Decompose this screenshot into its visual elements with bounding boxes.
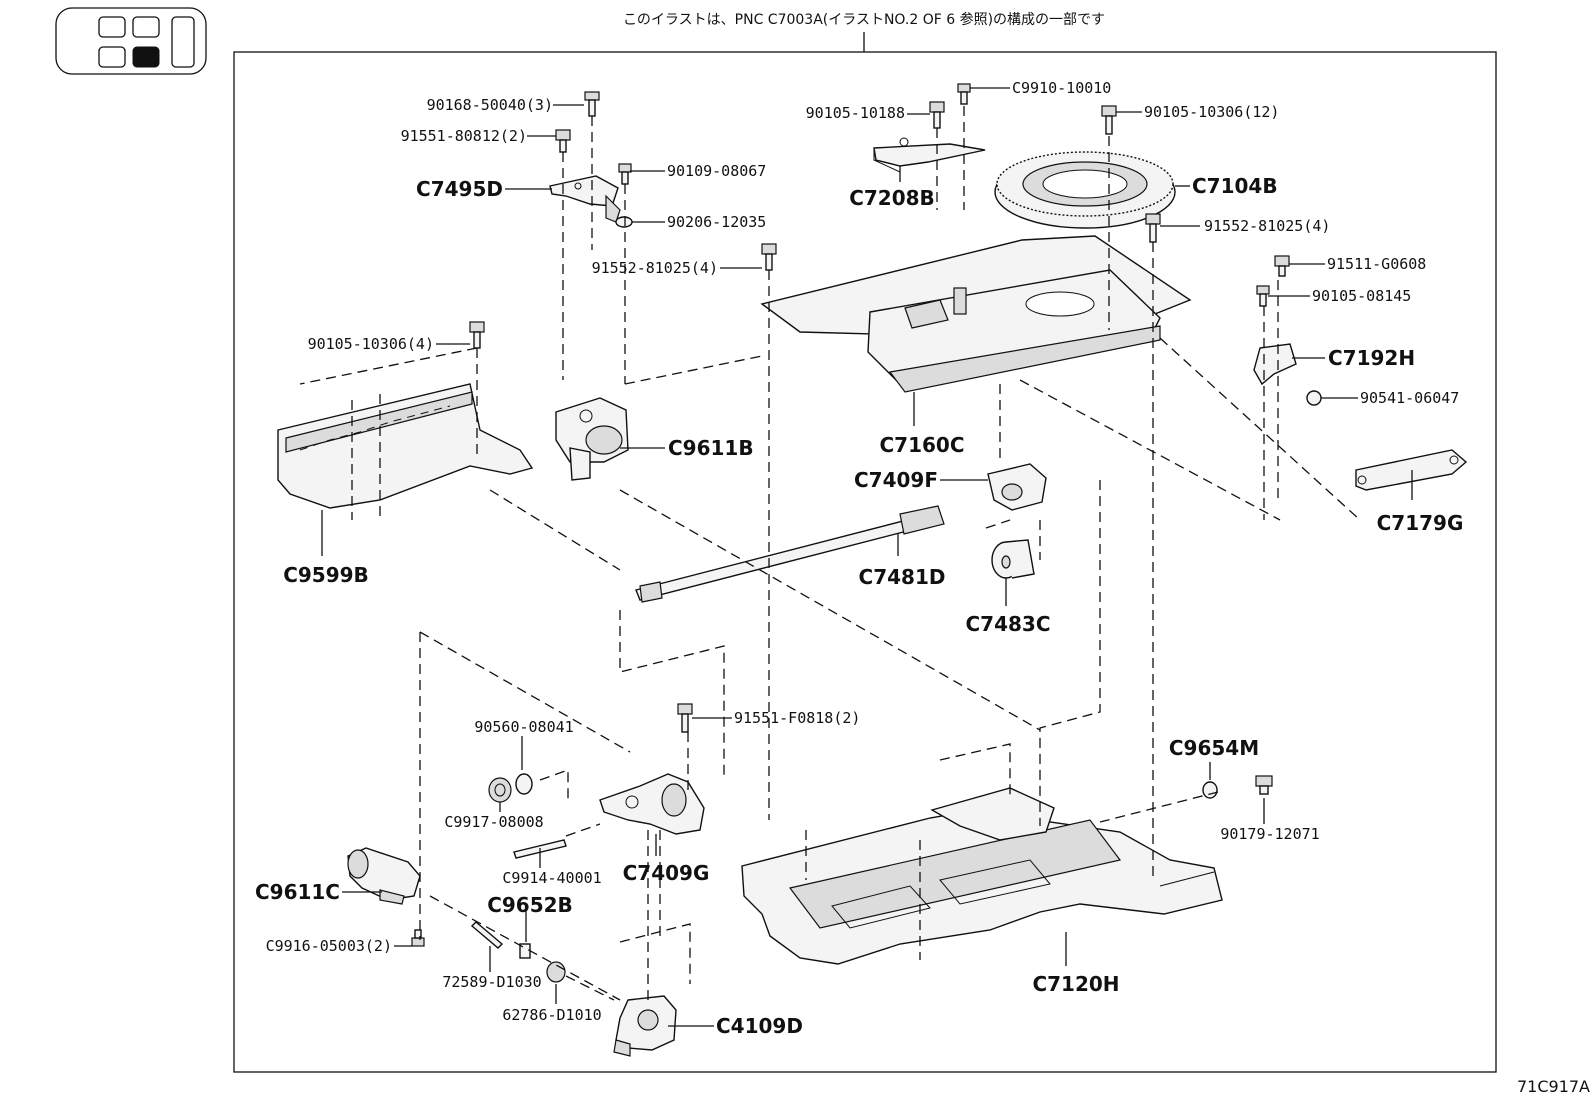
bushing-7483c-part[interactable] bbox=[991, 539, 1035, 579]
bolt-icon[interactable] bbox=[555, 129, 571, 153]
pnc-label[interactable]: C9611B bbox=[668, 436, 754, 460]
bracket-7495-part[interactable] bbox=[549, 175, 621, 223]
bracket-9599-part[interactable] bbox=[277, 383, 534, 509]
callout-label[interactable]: 90541-06047 bbox=[1360, 389, 1459, 407]
callout-label[interactable]: 62786-D1010 bbox=[502, 1006, 601, 1024]
pnc-label[interactable]: C7208B bbox=[849, 186, 935, 210]
bolt-icon[interactable] bbox=[957, 83, 971, 105]
motor-9611c-part[interactable] bbox=[347, 847, 421, 905]
bolt-icon[interactable] bbox=[1101, 105, 1117, 135]
callout-label[interactable]: C9917-08008 bbox=[444, 813, 543, 831]
gear-ring-part[interactable] bbox=[994, 151, 1176, 229]
callout-label[interactable]: 72589-D1030 bbox=[442, 973, 541, 991]
pnc-label[interactable]: C7483C bbox=[965, 612, 1050, 636]
grommet-icon[interactable] bbox=[1202, 781, 1218, 799]
clip-icon[interactable] bbox=[1306, 390, 1322, 406]
motor-9611b-part[interactable] bbox=[555, 397, 629, 481]
callout-label[interactable]: 91511-G0608 bbox=[1327, 255, 1426, 273]
figure-id: 71C917A bbox=[1517, 1077, 1590, 1096]
callout-label[interactable]: 90109-08067 bbox=[667, 162, 766, 180]
callout-label[interactable]: 90105-10306(4) bbox=[308, 335, 434, 353]
callout-label[interactable]: 90560-08041 bbox=[474, 718, 573, 736]
bracket-7208-part[interactable] bbox=[873, 137, 986, 173]
callout-label[interactable]: 91551-F0818(2) bbox=[734, 709, 860, 727]
fastener-set bbox=[411, 83, 1322, 983]
strap-7179g-part[interactable] bbox=[1355, 449, 1468, 491]
bolt-icon[interactable] bbox=[1256, 285, 1270, 307]
washer-icon[interactable] bbox=[515, 773, 533, 795]
callout-label[interactable]: 90168-50040(3) bbox=[427, 96, 553, 114]
bottom-frame-part[interactable] bbox=[741, 787, 1223, 965]
pin-icon[interactable] bbox=[470, 921, 504, 949]
callout-label[interactable]: 90179-12071 bbox=[1220, 825, 1319, 843]
pnc-label[interactable]: C7179G bbox=[1377, 511, 1464, 535]
bolt-icon[interactable] bbox=[584, 91, 600, 117]
pnc-label[interactable]: C9611C bbox=[255, 880, 340, 904]
callout-label[interactable]: 90105-08145 bbox=[1312, 287, 1411, 305]
pnc-label[interactable]: C7120H bbox=[1032, 972, 1119, 996]
bolt-icon[interactable] bbox=[411, 929, 425, 947]
callout-label[interactable]: C9916-05003(2) bbox=[266, 937, 392, 955]
pnc-label[interactable]: C7409G bbox=[623, 861, 710, 885]
pnc-label[interactable]: C9652B bbox=[487, 893, 573, 917]
frame-plate-part[interactable] bbox=[760, 235, 1192, 393]
bolt-icon[interactable] bbox=[1255, 775, 1273, 795]
bolt-icon[interactable] bbox=[469, 321, 485, 349]
callout-label[interactable]: C9910-10010 bbox=[1012, 79, 1111, 97]
callout-label[interactable]: 91551-80812(2) bbox=[401, 127, 527, 145]
pnc-label[interactable]: C9654M bbox=[1169, 736, 1259, 760]
bolt-icon[interactable] bbox=[618, 163, 632, 185]
nut-icon[interactable] bbox=[546, 961, 566, 983]
pnc-label[interactable]: C7481D bbox=[859, 565, 946, 589]
nut-icon[interactable] bbox=[488, 777, 512, 803]
bolt-icon[interactable] bbox=[1145, 213, 1161, 243]
callout-label[interactable]: 91552-81025(4) bbox=[1204, 217, 1330, 235]
callout-label[interactable]: 90105-10306(12) bbox=[1144, 103, 1279, 121]
diagram-frame bbox=[233, 51, 1497, 1073]
shaft-7481d-part[interactable] bbox=[635, 505, 945, 603]
header-note: このイラストは、PNC C7003A(イラストNO.2 OF 6 参照)の構成の… bbox=[623, 11, 1105, 28]
pnc-label[interactable]: C7192H bbox=[1328, 346, 1415, 370]
mount-7409g-part[interactable] bbox=[599, 773, 705, 835]
callout-labels: 90168-50040(3) 91551-80812(2) C7495D 901… bbox=[255, 79, 1463, 1038]
bolt-icon[interactable] bbox=[677, 703, 693, 733]
callout-label[interactable]: 90206-12035 bbox=[667, 213, 766, 231]
bolt-icon[interactable] bbox=[1274, 255, 1290, 277]
pnc-label[interactable]: C7409F bbox=[854, 468, 938, 492]
bolt-icon[interactable] bbox=[761, 243, 777, 271]
callout-label[interactable]: 90105-10188 bbox=[806, 104, 905, 122]
pnc-label[interactable]: C7160C bbox=[879, 433, 964, 457]
pnc-label[interactable]: C7495D bbox=[416, 177, 503, 201]
mount-7409f-part[interactable] bbox=[987, 463, 1047, 511]
callout-label[interactable]: C9914-40001 bbox=[502, 869, 601, 887]
callout-label[interactable]: 91552-81025(4) bbox=[592, 259, 718, 277]
callout-leader-lines bbox=[321, 87, 1413, 1027]
illustration-locator-icon[interactable] bbox=[55, 7, 207, 75]
sensor-4109d-part[interactable] bbox=[613, 995, 677, 1057]
pnc-label[interactable]: C9599B bbox=[283, 563, 369, 587]
assembly-guide-lines bbox=[299, 106, 1361, 1001]
pnc-label[interactable]: C4109D bbox=[716, 1014, 803, 1038]
bracket-7192h-part[interactable] bbox=[1253, 343, 1297, 386]
washer-icon[interactable] bbox=[615, 216, 633, 228]
pnc-label[interactable]: C7104B bbox=[1192, 174, 1278, 198]
bolt-icon[interactable] bbox=[929, 101, 945, 129]
